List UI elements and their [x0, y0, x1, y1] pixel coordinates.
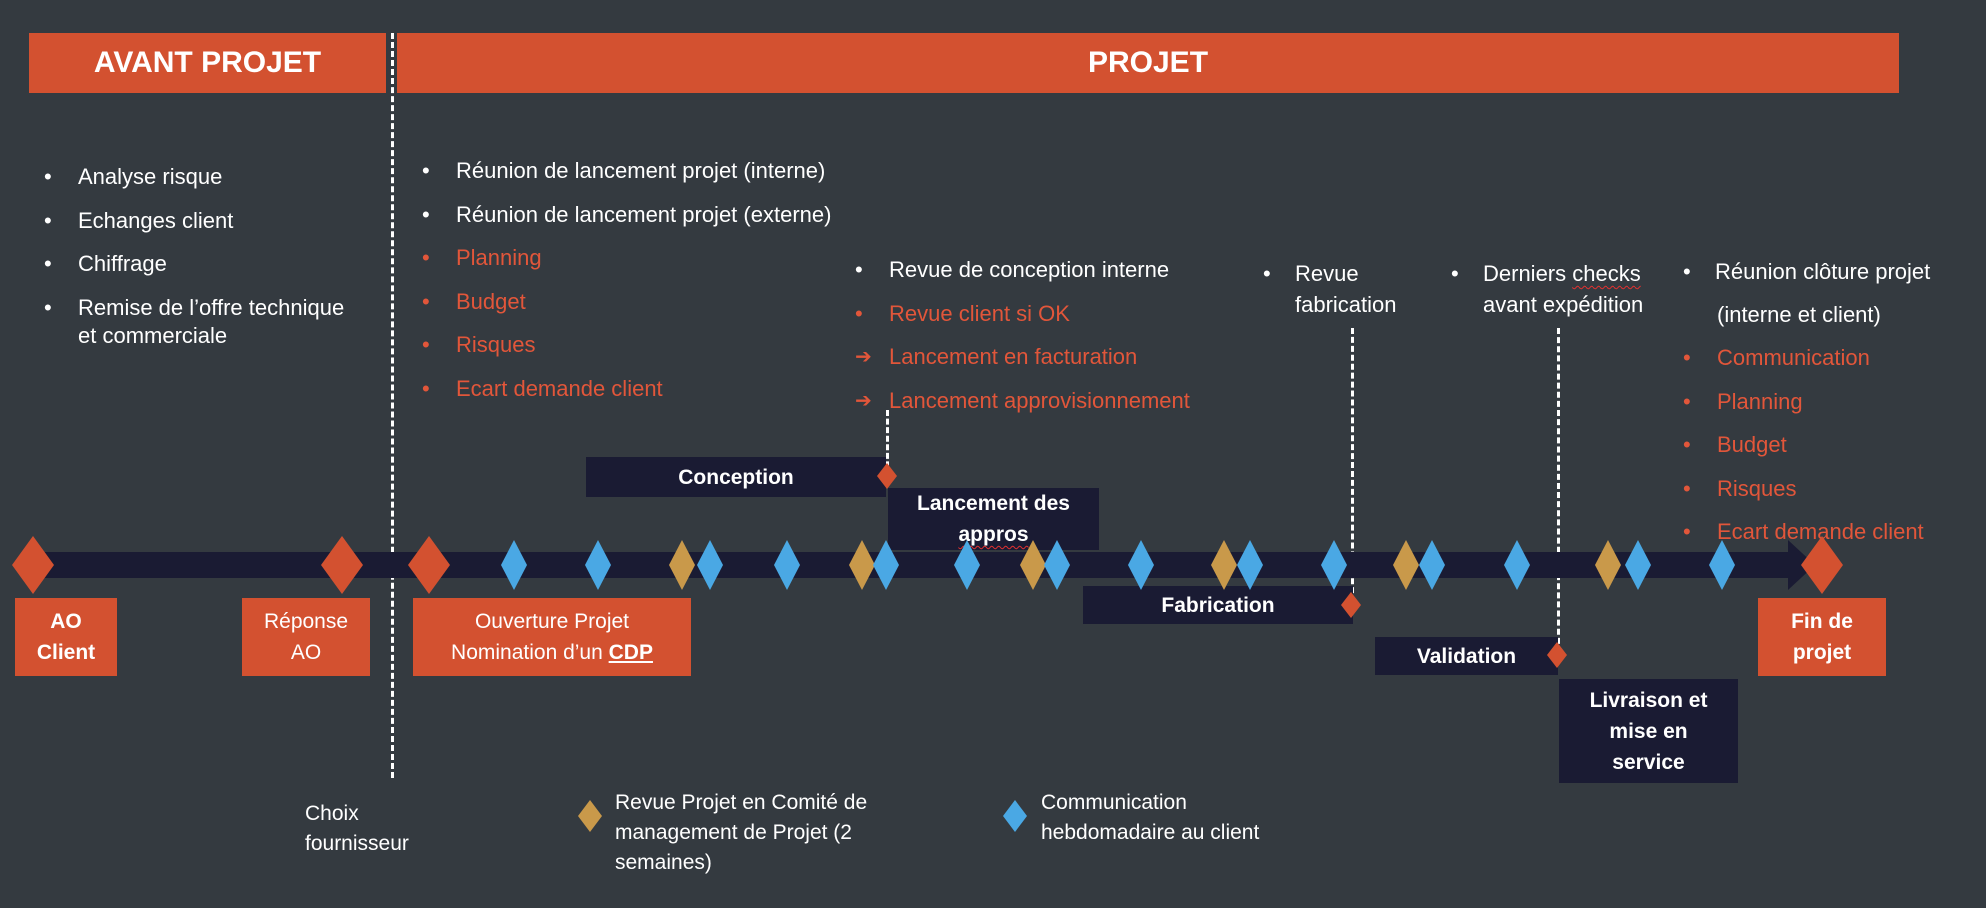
- communication-diamond-icon: [774, 540, 800, 590]
- list-item: •Budget: [1683, 432, 1787, 457]
- list-item: •Risques: [422, 332, 536, 357]
- choix-fournisseur-label: Choix fournisseur: [305, 802, 409, 855]
- communication-diamond-icon: [1419, 540, 1445, 590]
- milestone-diamond-icon: [408, 536, 450, 594]
- milestone-diamond-icon: [12, 536, 54, 594]
- milestone-reponse-ao: Réponse AO: [242, 598, 370, 676]
- derniers-checks-note: • Derniers checks avant expédition: [1451, 258, 1643, 320]
- comite-diamond-icon: [1211, 540, 1237, 590]
- bullet-icon: •: [44, 207, 52, 233]
- gold-diamond-icon: [578, 800, 602, 832]
- list-item: ➔Lancement en facturation: [855, 344, 1138, 369]
- phase-lancement-appros: Lancement des appros: [888, 488, 1099, 550]
- fabrication-connector: [1351, 328, 1354, 611]
- list-item: •Communication: [1683, 345, 1870, 370]
- comite-diamond-icon: [669, 540, 695, 590]
- bullet-icon: •: [1683, 259, 1691, 284]
- validation-connector: [1557, 328, 1560, 653]
- list-item: •Revue de conception interne: [855, 257, 1170, 282]
- revue-fabrication-note: • Revue fabrication: [1263, 258, 1397, 320]
- phase-livraison: Livraison et mise en service: [1559, 679, 1738, 783]
- bullet-icon: •: [44, 164, 52, 189]
- list-item: •Budget: [422, 288, 526, 314]
- list-item: ➔Lancement approvisionnement: [855, 387, 1190, 413]
- list-item: •Analyse risque: [44, 164, 223, 189]
- bullet-icon: •: [1683, 388, 1691, 414]
- cloture-items: •Communication •Planning •Budget •Risque…: [1683, 344, 1930, 562]
- timeline-bar: [30, 552, 1795, 578]
- communication-diamond-icon: [1321, 540, 1347, 590]
- milestone-ouverture-projet: Ouverture Projet Nomination d’un CDP: [413, 598, 691, 676]
- list-item: •Ecart demande client: [1683, 519, 1924, 544]
- legend-comite: Revue Projet en Comité de management de …: [615, 791, 868, 874]
- phase-conception: Conception: [586, 457, 886, 497]
- bullet-icon: •: [422, 201, 430, 227]
- bullet-icon: •: [855, 257, 863, 282]
- bullet-icon: •: [422, 158, 430, 183]
- bullet-icon: •: [1683, 432, 1691, 457]
- phase-validation: Validation: [1375, 637, 1558, 675]
- communication-diamond-icon: [697, 540, 723, 590]
- bullet-icon: •: [422, 245, 430, 270]
- comite-diamond-icon: [1393, 540, 1419, 590]
- communication-diamond-icon: [585, 540, 611, 590]
- bullet-icon: •: [1451, 261, 1459, 286]
- avant-projet-list: •Analyse risque •Echanges client •Chiffr…: [44, 163, 374, 364]
- arrow-right-icon: ➔: [855, 389, 872, 412]
- communication-diamond-icon: [501, 540, 527, 590]
- avant-projet-title: AVANT PROJET: [93, 46, 322, 79]
- communication-diamond-icon: [1128, 540, 1154, 590]
- milestone-ao-client: AO Client: [15, 598, 117, 676]
- bullet-icon: •: [1263, 261, 1271, 286]
- bullet-icon: •: [1683, 475, 1691, 501]
- projet-banner: PROJET: [397, 33, 1899, 93]
- bullet-icon: •: [44, 251, 52, 276]
- projet-title: PROJET: [1087, 46, 1209, 79]
- avant-projet-separator: [391, 33, 394, 778]
- bullet-icon: •: [422, 332, 430, 357]
- list-item: •Réunion de lancement projet (externe): [422, 201, 832, 227]
- communication-diamond-icon: [1237, 540, 1263, 590]
- bullet-icon: •: [422, 288, 430, 314]
- list-item: •Echanges client: [44, 207, 234, 233]
- avant-projet-banner: AVANT PROJET: [29, 33, 386, 93]
- milestone-fin-projet: Fin de projet: [1758, 598, 1886, 676]
- bullet-icon: •: [422, 375, 430, 401]
- conception-list: •Revue de conception interne •Revue clie…: [855, 256, 1190, 430]
- list-item: •Revue client si OK: [855, 300, 1070, 326]
- list-item: •Chiffrage: [44, 251, 167, 276]
- lancement-list: •Réunion de lancement projet (interne) •…: [422, 157, 831, 418]
- bullet-icon: •: [44, 294, 52, 320]
- arrow-right-icon: ➔: [855, 346, 872, 368]
- list-item: •Planning: [1683, 388, 1803, 414]
- communication-diamond-icon: [1625, 540, 1651, 590]
- blue-diamond-icon: [1003, 800, 1027, 832]
- legend-communication: Communication hebdomadaire au client: [1041, 791, 1260, 844]
- cloture-list: • Réunion clôture projet (interne et cli…: [1683, 256, 1930, 562]
- list-item: •Risques: [1683, 475, 1797, 501]
- milestone-diamond-icon: [321, 536, 363, 594]
- list-item: •Ecart demande client: [422, 375, 663, 401]
- comite-diamond-icon: [1595, 540, 1621, 590]
- bullet-icon: •: [1683, 345, 1691, 370]
- conception-connector: [886, 410, 889, 476]
- bullet-icon: •: [1683, 519, 1691, 544]
- list-item: •Planning: [422, 245, 542, 270]
- comite-diamond-icon: [849, 540, 875, 590]
- phase-fabrication: Fabrication: [1083, 586, 1353, 624]
- bullet-icon: •: [855, 300, 863, 326]
- communication-diamond-icon: [1504, 540, 1530, 590]
- list-item: •Remise de l’offre technique et commerci…: [44, 294, 345, 348]
- list-item: •Réunion de lancement projet (interne): [422, 158, 826, 183]
